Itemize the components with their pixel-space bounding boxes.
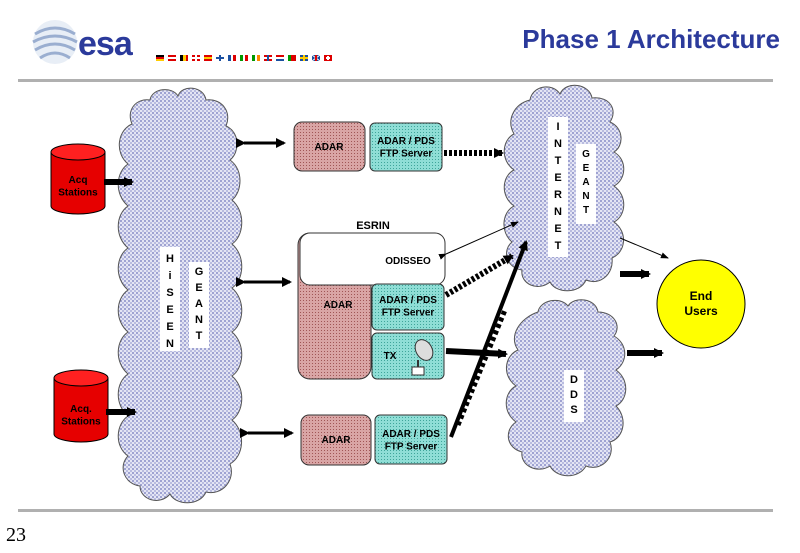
arrow-server-bottom-dashed bbox=[455, 309, 508, 426]
slide-title: Phase 1 Architecture bbox=[522, 24, 780, 54]
end-users-circle bbox=[656, 259, 746, 349]
footer-rule bbox=[18, 509, 773, 512]
server-top-box bbox=[369, 122, 443, 172]
arrow-odisseo-internet bbox=[438, 221, 519, 260]
adar-mid-label: ADAR bbox=[324, 300, 354, 311]
arrow-bottom-to-internet bbox=[449, 240, 528, 438]
arrow-internet-to-end-users-thin bbox=[619, 237, 669, 259]
dds-label-bg bbox=[564, 370, 584, 422]
adar-top-box bbox=[293, 121, 366, 172]
adar-bottom-box bbox=[300, 414, 372, 466]
satellite-dish-icon bbox=[411, 339, 434, 376]
hiseen-label-bg bbox=[160, 247, 180, 351]
logo-wordmark: esa bbox=[78, 25, 134, 63]
acq-stations-bottom: Acq.Stations bbox=[53, 369, 109, 443]
member-flags bbox=[156, 54, 332, 62]
server-bottom-box bbox=[374, 414, 448, 465]
esrin-label: ESRIN bbox=[356, 220, 390, 232]
server-mid-box bbox=[371, 283, 445, 331]
adar-bottom-label: ADAR bbox=[322, 435, 352, 446]
acq-stations-bottom-label: Acq.Stations bbox=[61, 404, 101, 428]
esa-logo: esa bbox=[32, 20, 332, 64]
page-number: 23 bbox=[6, 524, 26, 546]
arrow-tx-to-dds bbox=[445, 348, 508, 359]
adar-top-label: ADAR bbox=[315, 142, 345, 153]
arrows bbox=[104, 138, 669, 438]
arrow-server-mid-to-internet bbox=[444, 253, 514, 298]
header-rule bbox=[18, 79, 773, 82]
geant-left-label-bg bbox=[189, 262, 209, 348]
internet-label-bg bbox=[548, 117, 568, 257]
geant-right-label-bg bbox=[576, 144, 596, 224]
globe-icon bbox=[32, 20, 78, 64]
odisseo-label: ODISSEO bbox=[385, 256, 431, 267]
tx-label: TX bbox=[384, 351, 397, 362]
